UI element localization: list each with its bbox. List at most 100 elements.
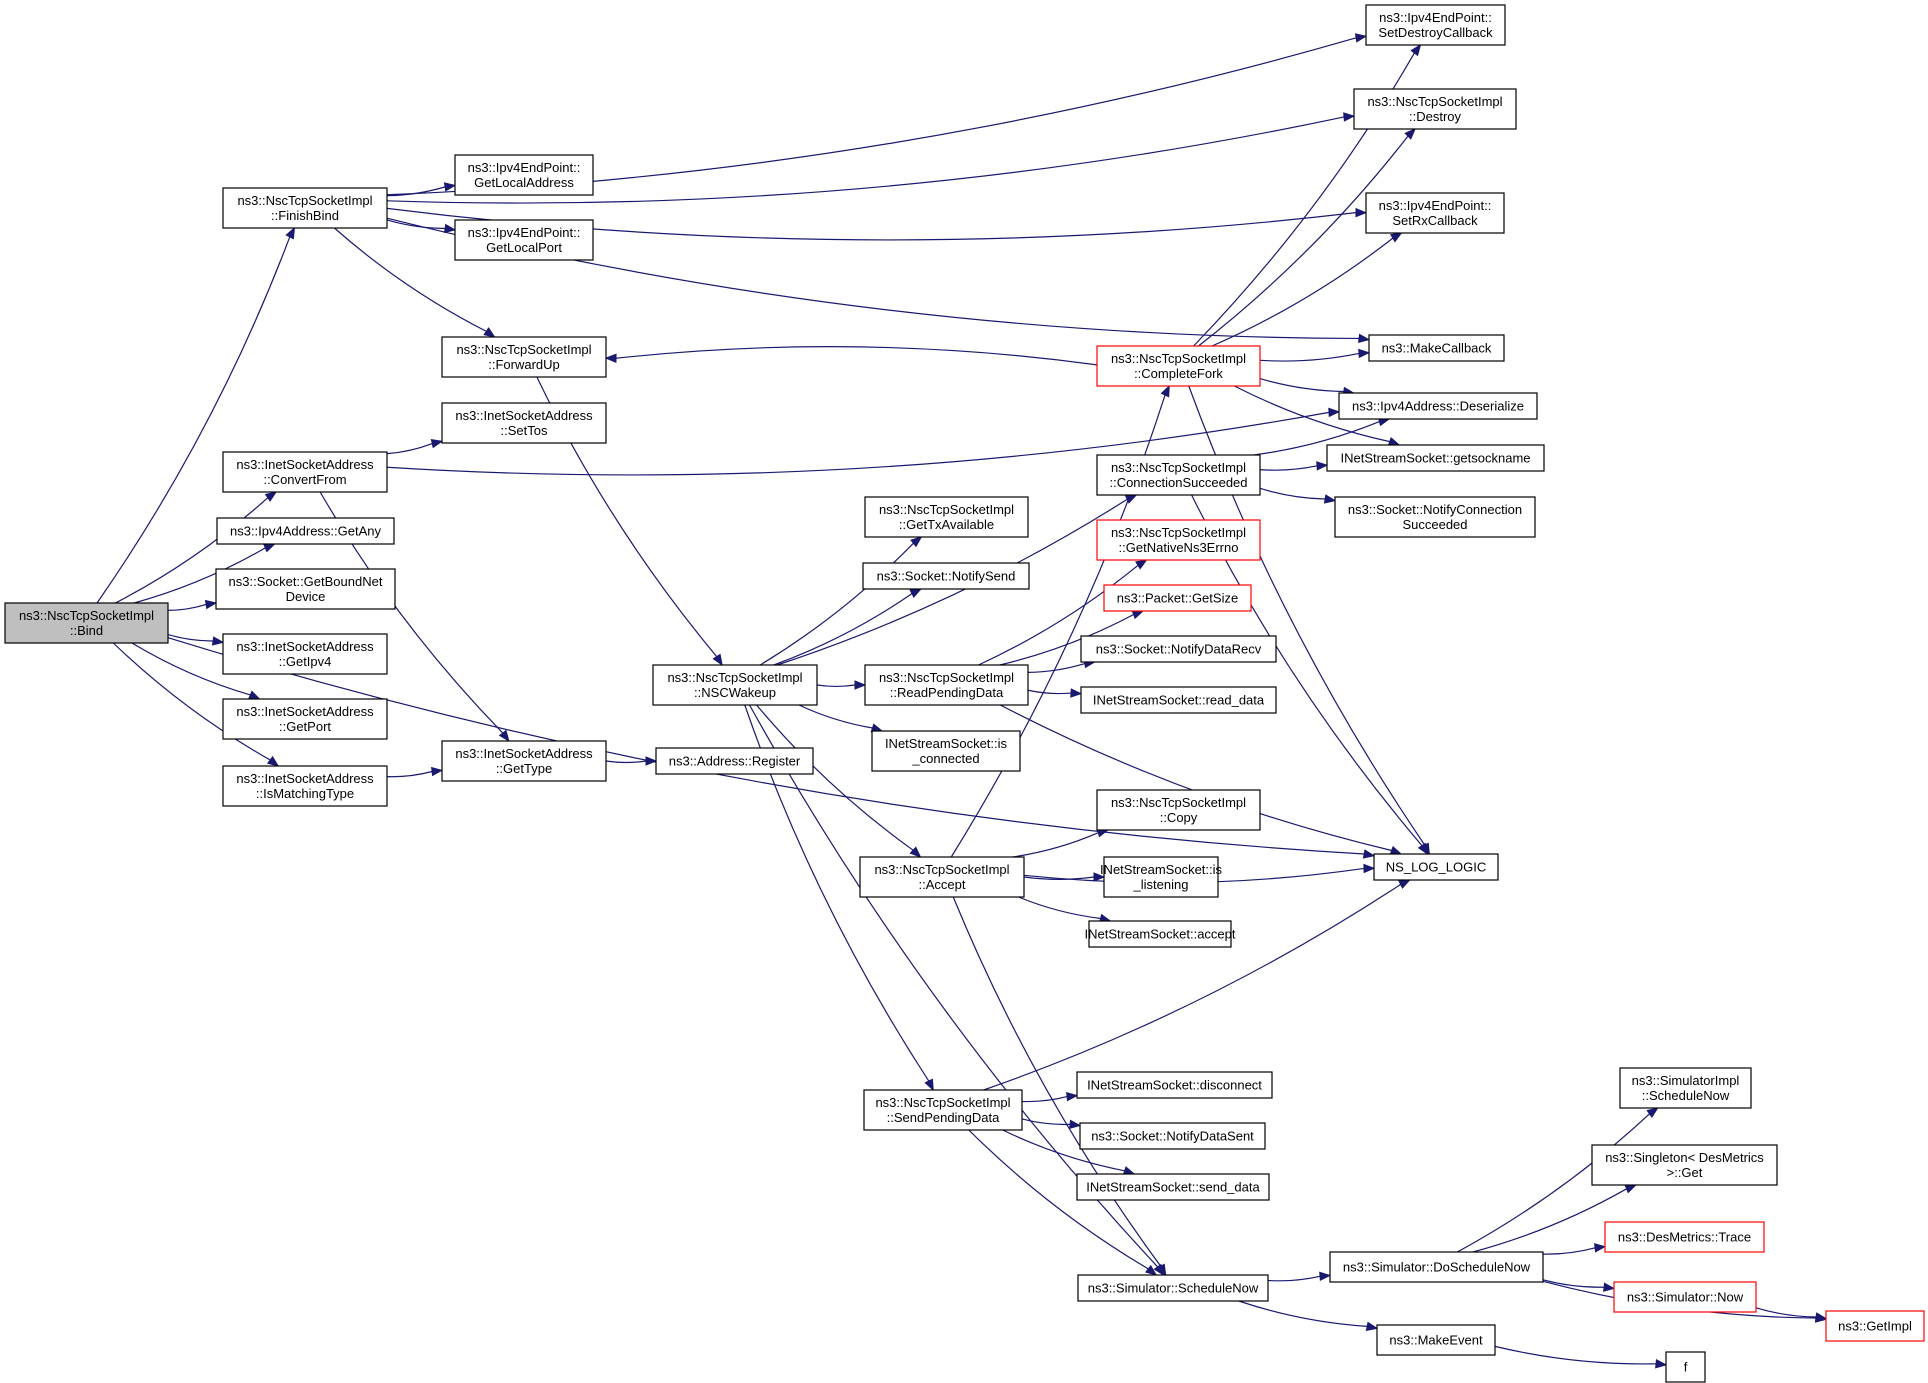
node-notifydatarecv[interactable]: ns3::Socket::NotifyDataRecv [1080, 635, 1277, 663]
node-disconnect[interactable]: INetStreamSocket::disconnect [1076, 1071, 1273, 1099]
node-copy[interactable]: ns3::NscTcpSocketImpl::Copy [1096, 789, 1261, 831]
node-box [1338, 392, 1538, 420]
node-bind[interactable]: ns3::NscTcpSocketImpl::Bind [4, 602, 169, 644]
node-label: ns3::Ipv4EndPoint:: [468, 160, 581, 175]
node-box [222, 187, 388, 229]
edge-arrowhead [430, 439, 444, 449]
node-singletonget[interactable]: ns3::Singleton< DesMetrics>::Get [1591, 1144, 1778, 1186]
edge-nscwakeup-to-readpendingdata [816, 680, 867, 690]
node-now[interactable]: ns3::Simulator::Now [1613, 1281, 1757, 1313]
node-label: ns3::NscTcpSocketImpl [879, 502, 1014, 517]
node-notifydatasent[interactable]: ns3::Socket::NotifyDataSent [1079, 1122, 1266, 1150]
node-label: ns3::NscTcpSocketImpl [1111, 460, 1246, 475]
node-box [454, 219, 594, 261]
node-makeevent[interactable]: ns3::MakeEvent [1376, 1324, 1496, 1356]
edge-line [1002, 1129, 1125, 1172]
node-isconnected[interactable]: INetStreamSocket::is_connected [871, 730, 1021, 772]
node-box [1103, 584, 1252, 612]
node-getsockname[interactable]: INetStreamSocket::getsockname [1326, 444, 1545, 472]
node-f[interactable]: f [1665, 1351, 1706, 1383]
node-box [1076, 1173, 1270, 1201]
node-getipv4[interactable]: ns3::InetSocketAddress::GetIpv4 [222, 633, 388, 675]
edge-line [1238, 1300, 1368, 1327]
edge-line [615, 346, 1098, 366]
node-inetaccept[interactable]: INetStreamSocket::accept [1084, 920, 1236, 948]
node-label: ns3::NscTcpSocketImpl [667, 670, 802, 685]
edge-arrowhead [1646, 1107, 1659, 1118]
node-setdestroycallback[interactable]: ns3::Ipv4EndPoint::SetDestroyCallback [1365, 4, 1506, 46]
node-completefork[interactable]: ns3::NscTcpSocketImpl::CompleteFork [1096, 345, 1261, 387]
edge-completefork-to-destroy [1198, 128, 1416, 347]
node-register[interactable]: ns3::Address::Register [655, 747, 814, 775]
node-destroy[interactable]: ns3::NscTcpSocketImpl::Destroy [1353, 88, 1517, 130]
edge-arrowhead [1417, 842, 1429, 856]
node-gettype[interactable]: ns3::InetSocketAddress::GetType [441, 740, 607, 782]
node-getlocalport[interactable]: ns3::Ipv4EndPoint::GetLocalPort [454, 219, 594, 261]
node-getnativens3errno[interactable]: ns3::NscTcpSocketImpl::GetNativeNs3Errno [1096, 519, 1261, 561]
node-gettxavailable[interactable]: ns3::NscTcpSocketImpl::GetTxAvailable [864, 496, 1029, 538]
node-ismatchingtype[interactable]: ns3::InetSocketAddress::IsMatchingType [222, 765, 388, 807]
node-sendpendingdata[interactable]: ns3::NscTcpSocketImpl::SendPendingData [863, 1089, 1023, 1131]
node-forwardup[interactable]: ns3::NscTcpSocketImpl::ForwardUp [441, 336, 607, 378]
node-label: ::GetPort [279, 719, 331, 734]
node-trace[interactable]: ns3::DesMetrics::Trace [1604, 1221, 1765, 1253]
edge-line [1198, 135, 1409, 347]
node-readpendingdata[interactable]: ns3::NscTcpSocketImpl::ReadPendingData [864, 664, 1029, 706]
edge-bind-to-nsloglogic [167, 637, 1376, 859]
node-schedulenow[interactable]: ns3::Simulator::ScheduleNow [1077, 1274, 1269, 1302]
edge-line [773, 593, 913, 666]
node-accept[interactable]: ns3::NscTcpSocketImpl::Accept [859, 856, 1025, 898]
edge-arrowhead [1358, 348, 1371, 359]
node-label: INetStreamSocket::accept [1084, 927, 1235, 942]
node-nsloglogic[interactable]: NS_LOG_LOGIC [1373, 853, 1499, 881]
node-label: ns3::Ipv4EndPoint:: [1379, 198, 1492, 213]
node-settos[interactable]: ns3::InetSocketAddress::SetTos [441, 402, 607, 444]
node-getimpl[interactable]: ns3::GetImpl [1825, 1310, 1925, 1342]
node-box [222, 633, 388, 675]
node-doschedulenow[interactable]: ns3::Simulator::DoScheduleNow [1329, 1251, 1544, 1283]
edge-line [1542, 1279, 1605, 1288]
node-deserialize[interactable]: ns3::Ipv4Address::Deserialize [1338, 392, 1538, 420]
edge-bind-to-getboundnetdevice [167, 599, 218, 611]
node-label: ::GetType [496, 761, 552, 776]
node-label: ns3::NscTcpSocketImpl [1111, 525, 1246, 540]
node-convertfrom[interactable]: ns3::InetSocketAddress::ConvertFrom [222, 451, 388, 493]
node-label: ::IsMatchingType [256, 786, 354, 801]
node-label: ns3::Socket::NotifyConnection [1348, 502, 1522, 517]
edge-arrowhead [247, 690, 261, 700]
node-simimplschedulenow[interactable]: ns3::SimulatorImpl::ScheduleNow [1619, 1067, 1752, 1109]
node-makecallback[interactable]: ns3::MakeCallback [1368, 334, 1505, 362]
edge-line [1234, 385, 1390, 443]
edge-line [333, 227, 487, 332]
node-islistening[interactable]: INetStreamSocket::is_listening [1100, 856, 1223, 898]
node-connectionsucceeded[interactable]: ns3::NscTcpSocketImpl::ConnectionSucceed… [1096, 454, 1261, 496]
node-label: ns3::Ipv4Address::GetAny [230, 524, 382, 539]
edge-convertfrom-to-settos [386, 439, 444, 455]
node-getsize[interactable]: ns3::Packet::GetSize [1103, 584, 1252, 612]
edge-line [1253, 421, 1380, 456]
node-setrxcallback[interactable]: ns3::Ipv4EndPoint::SetRxCallback [1365, 192, 1505, 234]
edge-arrowhead [909, 588, 923, 599]
edge-line [777, 498, 1128, 666]
node-label: ns3::Socket::NotifyDataSent [1091, 1129, 1254, 1144]
node-label: ns3::NscTcpSocketImpl [874, 862, 1009, 877]
node-getlocaladdress[interactable]: ns3::Ipv4EndPoint::GetLocalAddress [454, 154, 594, 196]
node-getport[interactable]: ns3::InetSocketAddress::GetPort [222, 698, 388, 740]
node-getany[interactable]: ns3::Ipv4Address::GetAny [216, 517, 395, 545]
node-finishbind[interactable]: ns3::NscTcpSocketImpl::FinishBind [222, 187, 388, 229]
node-notifysend[interactable]: ns3::Socket::NotifySend [862, 562, 1030, 590]
node-senddata[interactable]: INetStreamSocket::send_data [1076, 1173, 1270, 1201]
edge-nscwakeup-to-gettxavailable [759, 536, 923, 666]
node-box [215, 568, 396, 610]
node-readdata[interactable]: INetStreamSocket::read_data [1080, 686, 1277, 714]
edge-sendpendingdata-to-nsloglogic [983, 879, 1411, 1091]
node-box [1604, 1221, 1765, 1253]
node-label: ns3::NscTcpSocketImpl [1111, 351, 1246, 366]
node-nscwakeup[interactable]: ns3::NscTcpSocketImpl::NSCWakeup [652, 664, 818, 706]
edge-arrowhead [1410, 43, 1422, 57]
edge-arrowhead [1363, 863, 1376, 874]
edge-arrowhead [854, 680, 867, 690]
